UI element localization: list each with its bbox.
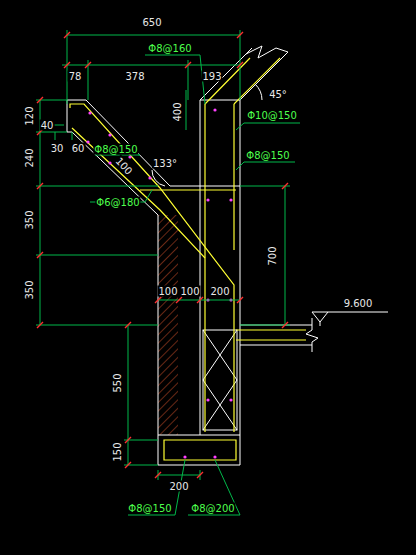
leader-lines (90, 55, 300, 515)
rebar-dots (86, 108, 232, 458)
wall-hatch (158, 215, 178, 435)
rebar-callout: Φ8@160 (147, 43, 192, 54)
dimension-text: 120 (24, 105, 35, 126)
dimension-text: 9.600 (343, 298, 374, 309)
rebar-callout: Φ10@150 (246, 110, 298, 121)
rebar-callout: Φ8@150 (127, 503, 172, 514)
dimension-text: 193 (201, 71, 222, 82)
dimension-text: 45° (268, 89, 288, 100)
dimension-text: 40 (40, 120, 55, 131)
dimension-text: 100 (113, 155, 135, 178)
dimension-text: 150 (112, 441, 123, 462)
dimension-text: 400 (172, 101, 183, 122)
rebar-callout: Φ6@180 (95, 197, 140, 208)
dimension-text: 378 (124, 71, 145, 82)
dimension-text: 350 (24, 279, 35, 300)
rebar-callout: Φ8@200 (190, 503, 235, 514)
dimension-text: 60 (71, 143, 86, 154)
dimension-text: 240 (24, 147, 35, 168)
rebar (70, 58, 306, 460)
dimension-text: 550 (112, 372, 123, 393)
rebar-callout: Φ8@150 (245, 150, 290, 161)
dimension-text: 100 (157, 286, 178, 297)
rebar-callout: Φ8@150 (93, 144, 138, 155)
dimension-lines (36, 30, 290, 480)
dimension-text: 200 (209, 286, 230, 297)
dimension-text: 100 (179, 286, 200, 297)
dimension-ticks (37, 32, 288, 478)
dimension-text: 350 (24, 209, 35, 230)
dimension-text: 700 (267, 245, 278, 266)
dimension-text: 133° (152, 158, 178, 169)
dimension-text: 200 (168, 481, 189, 492)
elevation-symbol (312, 312, 388, 326)
angle-arcs (152, 84, 262, 186)
dimension-text: 650 (141, 17, 162, 28)
dimension-text: 30 (50, 143, 65, 154)
dimension-text: 78 (68, 71, 83, 82)
